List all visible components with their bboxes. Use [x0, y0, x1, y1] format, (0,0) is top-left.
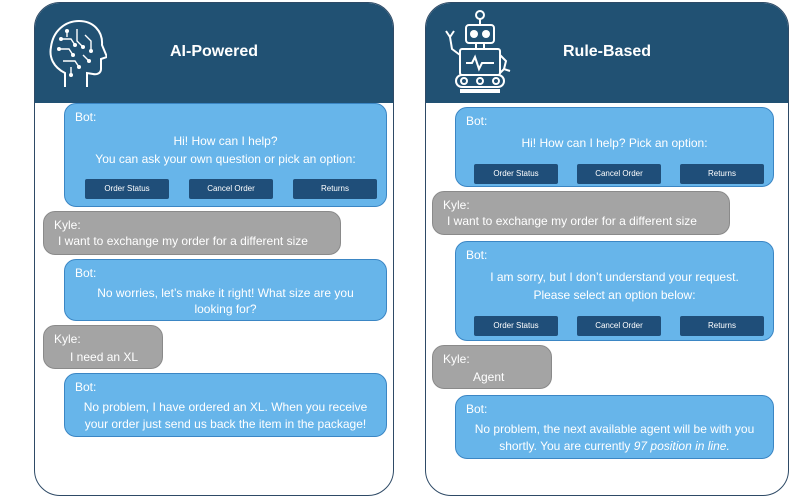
speaker-label: Kyle:	[443, 352, 470, 366]
order-status-button[interactable]: Order Status	[85, 179, 169, 199]
user-message: Kyle: I need an XL	[43, 325, 163, 369]
speaker-label: Bot:	[75, 380, 97, 394]
message-line: I need an XL	[70, 350, 139, 364]
phone-ai-powered: AI-Powered Bot: Hi! How can I help? You …	[34, 2, 394, 496]
header-title-rule: Rule-Based	[562, 43, 652, 60]
speaker-label: Bot:	[75, 110, 97, 124]
bot-message: Bot: No worries, let’s make it right! Wh…	[64, 259, 387, 321]
cancel-order-button[interactable]: Cancel Order	[189, 179, 273, 199]
phone-rule-based: Rule-Based Bot: Hi! How can I help? Pick…	[425, 2, 789, 496]
message-line: Please select an option below:	[533, 288, 696, 302]
order-status-button[interactable]: Order Status	[474, 316, 558, 336]
bot-message: Bot: No problem, I have ordered an XL. W…	[64, 373, 387, 437]
speaker-label: Bot:	[466, 114, 488, 128]
phone-header: AI-Powered	[35, 3, 393, 103]
message-line: Hi! How can I help? Pick an option:	[521, 136, 708, 150]
returns-button[interactable]: Returns	[293, 179, 377, 199]
returns-button[interactable]: Returns	[680, 316, 764, 336]
message-line: No problem, I have ordered an XL. When y…	[83, 400, 368, 414]
bot-message: Bot: I am sorry, but I don’t understand …	[455, 241, 774, 341]
message-line: I am sorry, but I don’t understand your …	[490, 270, 739, 284]
message-text: shortly. You are currently	[499, 439, 634, 453]
returns-button[interactable]: Returns	[680, 164, 764, 184]
user-message: Kyle: I want to exchange my order for a …	[43, 211, 341, 255]
order-status-button[interactable]: Order Status	[474, 164, 558, 184]
message-line: Hi! How can I help?	[173, 134, 278, 148]
message-line: You can ask your own question or pick an…	[95, 152, 356, 166]
speaker-label: Bot:	[466, 402, 488, 416]
user-message: Kyle: I want to exchange my order for a …	[432, 191, 730, 235]
speaker-label: Kyle:	[443, 198, 470, 212]
user-message: Kyle: Agent	[432, 345, 552, 389]
bot-message: Bot: No problem, the next available agen…	[455, 395, 774, 459]
cancel-order-button[interactable]: Cancel Order	[577, 316, 661, 336]
message-line: No problem, the next available agent wil…	[474, 422, 755, 436]
header-title-ai: AI-Powered	[169, 43, 258, 60]
robot-icon	[445, 10, 511, 93]
speaker-label: Kyle:	[54, 332, 81, 346]
phone-header: Rule-Based	[426, 3, 788, 103]
bot-message: Bot: Hi! How can I help? Pick an option:…	[455, 107, 774, 187]
speaker-label: Bot:	[75, 266, 97, 280]
ai-head-icon	[49, 19, 107, 87]
message-line: Agent	[473, 370, 505, 384]
message-line: I want to exchange my order for a differ…	[447, 214, 697, 228]
queue-position: 97 position in line.	[633, 439, 730, 453]
message-line: shortly. You are currently 97 position i…	[456, 439, 773, 454]
message-line: your order just send us back the item in…	[84, 417, 367, 431]
message-line: No worries, let’s make it right! What si…	[97, 286, 354, 300]
cancel-order-button[interactable]: Cancel Order	[577, 164, 661, 184]
bot-message: Bot: Hi! How can I help? You can ask you…	[64, 103, 387, 207]
speaker-label: Kyle:	[54, 218, 81, 232]
message-line: I want to exchange my order for a differ…	[58, 234, 308, 248]
message-line: looking for?	[194, 302, 257, 316]
speaker-label: Bot:	[466, 248, 488, 262]
